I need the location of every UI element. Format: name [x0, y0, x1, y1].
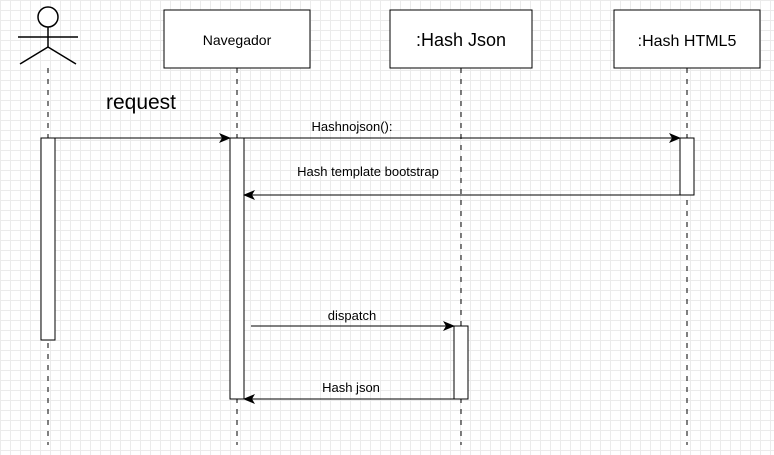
participant-box [613, 9, 761, 69]
participant-hash-html5: :Hash HTML5 [613, 9, 761, 69]
message-hash-json: Hash json [243, 380, 454, 404]
message-label: Hash template bootstrap [297, 164, 439, 179]
message-hashnojson: Hashnojson(): [244, 119, 681, 143]
activation-hash-json [453, 325, 469, 400]
activation-actor [40, 137, 56, 341]
participant-label: :Hash Json [416, 30, 506, 50]
activation-navegador [229, 137, 245, 400]
message-dispatch: dispatch [251, 308, 455, 331]
participant-box [163, 9, 311, 69]
message-label: request [106, 91, 176, 114]
message-label: Hashnojson(): [312, 119, 393, 134]
actor-head [37, 6, 59, 28]
actor-right-leg [47, 46, 77, 65]
message-label: Hash json [322, 380, 380, 395]
participant-label: :Hash HTML5 [638, 33, 737, 50]
message-request: request [55, 91, 231, 143]
message-hash-template-bootstrap: Hash template bootstrap [243, 164, 680, 200]
message-label: dispatch [328, 308, 376, 323]
participant-box [389, 9, 533, 69]
participant-label: Navegador [203, 32, 272, 48]
participant-hash-json: :Hash Json [389, 9, 533, 69]
actor-left-leg [19, 46, 49, 65]
participant-navegador: Navegador [163, 9, 311, 69]
activation-hash-html5 [679, 137, 695, 196]
actor-figure [18, 6, 78, 65]
